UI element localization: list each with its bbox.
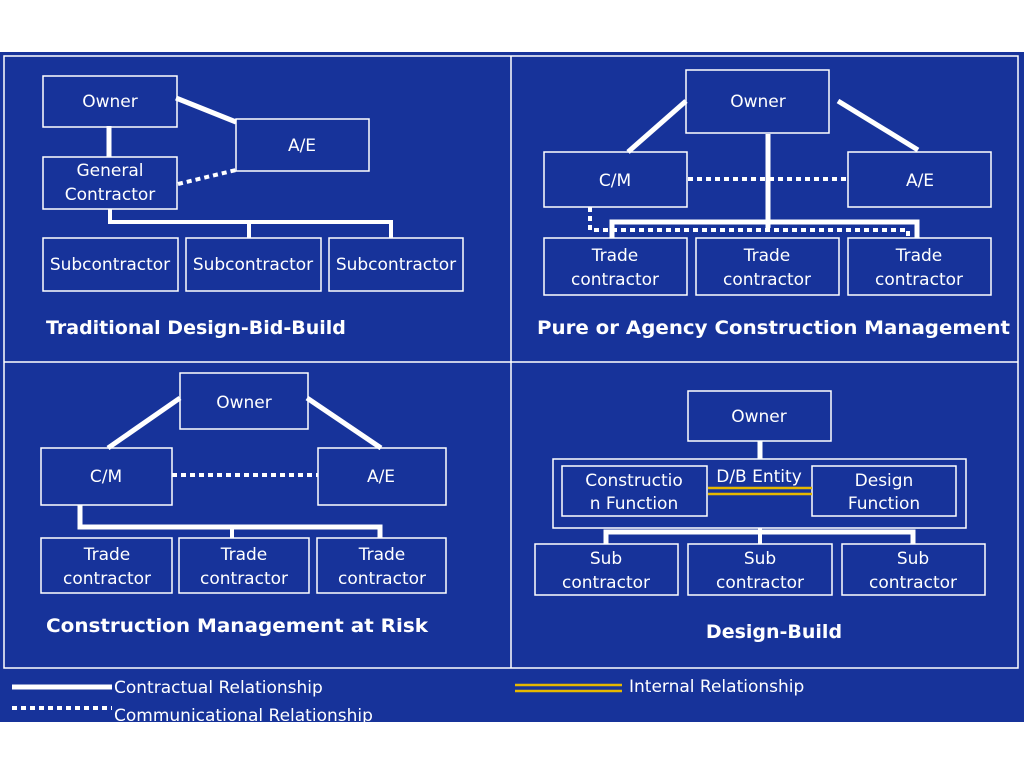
subcontractor-label: Subcontractor [193, 255, 313, 275]
internal-relationship-line [708, 486, 812, 496]
cm-trades-communication-line [588, 207, 910, 238]
sub-label-line1: Sub [744, 549, 776, 569]
subcontractor-box [185, 237, 322, 292]
quadrant-cm-at-risk [40, 372, 447, 594]
subcontractor-label: Subcontractor [336, 255, 456, 275]
owner-ae-contractual-line [305, 395, 383, 451]
trade-label-line2: contractor [571, 270, 659, 290]
design-function-label-line1: Design [855, 471, 914, 491]
trade-label-line1: Trade [895, 246, 943, 266]
trade-label-line2: contractor [723, 270, 811, 290]
legend-internal-swatch [515, 683, 622, 693]
construction-function-label-line1: Constructio [585, 471, 682, 491]
owner-label: Owner [730, 92, 786, 112]
owner-box [42, 75, 178, 128]
ae-box [317, 447, 447, 506]
sub-label-line2: contractor [869, 573, 957, 593]
trade-label-line2: contractor [200, 569, 288, 589]
sub-label-line1: Sub [590, 549, 622, 569]
quadrant-design-build [534, 390, 986, 596]
subcontractor-label: Subcontractor [50, 255, 170, 275]
subcontractor-box [534, 543, 679, 596]
trade-label-line1: Trade [220, 545, 268, 565]
design-function-box [811, 465, 957, 517]
gc-ae-communication-line [177, 168, 237, 186]
legend-communicational-label: Communicational Relationship [114, 706, 373, 726]
quadrant-title-risk: Construction Management at Risk [46, 615, 428, 637]
owner-ae-contractual-line [836, 98, 920, 153]
quadrant-title-dbb: Traditional Design-Bid-Build [46, 317, 346, 339]
ae-label: A/E [367, 467, 395, 487]
trade-contractor-box [178, 537, 310, 594]
trade-label-line2: contractor [338, 569, 426, 589]
trade-label-line1: Trade [743, 246, 791, 266]
trade-label-line2: contractor [875, 270, 963, 290]
owner-cm-contractual-line [106, 395, 182, 451]
subcontractor-box [42, 237, 179, 292]
trade-label-line1: Trade [358, 545, 406, 565]
slide-background [0, 52, 1024, 722]
owner-label: Owner [82, 92, 138, 112]
ae-label: A/E [906, 171, 934, 191]
trade-contractor-box [40, 537, 173, 594]
subcontractor-box [687, 543, 833, 596]
subcontractor-box [328, 237, 464, 292]
legend-contractual-label: Contractual Relationship [114, 678, 323, 698]
quadrant-agency-cm [543, 69, 992, 296]
quadrant-title-agency: Pure or Agency Construction Management [537, 317, 1010, 339]
sub-label-line2: contractor [716, 573, 804, 593]
owner-box [685, 69, 830, 134]
trade-contractor-box [316, 537, 447, 594]
owner-cm-contractual-line [626, 99, 688, 154]
design-build-entity-box [552, 458, 967, 529]
owner-label: Owner [216, 393, 272, 413]
cm-label: C/M [599, 171, 631, 191]
cm-label: C/M [90, 467, 122, 487]
sub-label-line2: contractor [562, 573, 650, 593]
trade-contractor-box [695, 237, 840, 296]
construction-function-label-line2: n Function [590, 494, 679, 514]
trade-contractor-box [847, 237, 992, 296]
trade-label-line2: contractor [63, 569, 151, 589]
design-build-entity-label: D/B Entity [716, 467, 802, 487]
owner-label: Owner [731, 407, 787, 427]
construction-function-box [561, 465, 708, 517]
gc-label-line1: General [77, 161, 144, 181]
ae-label: A/E [288, 136, 316, 156]
owner-box [687, 390, 832, 442]
cm-box [40, 447, 173, 506]
trade-contractor-box [543, 237, 688, 296]
general-contractor-box [42, 156, 178, 210]
cm-box [543, 151, 688, 208]
trade-label-line1: Trade [83, 545, 131, 565]
sub-label-line1: Sub [897, 549, 929, 569]
quadrant-title-db: Design-Build [706, 621, 842, 643]
ae-box [235, 118, 370, 172]
ae-box [847, 151, 992, 208]
owner-box [179, 372, 309, 430]
quadrant-design-bid-build [42, 75, 464, 292]
subcontractor-box [841, 543, 986, 596]
owner-ae-contractual-line [175, 95, 237, 125]
legend-internal-label: Internal Relationship [629, 677, 804, 697]
trade-label-line1: Trade [591, 246, 639, 266]
gc-label-line2: Contractor [65, 185, 156, 205]
design-function-label-line2: Function [848, 494, 920, 514]
